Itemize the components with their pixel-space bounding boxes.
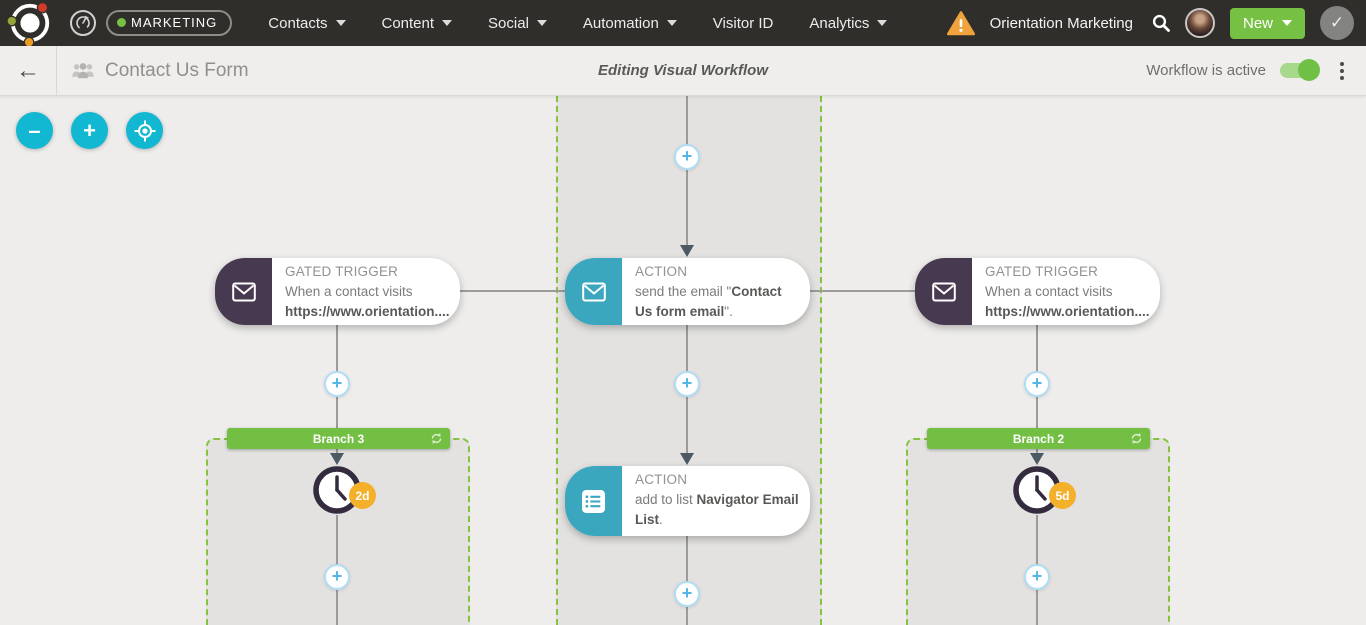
account-name[interactable]: Orientation Marketing [989,14,1133,32]
insert-step-button[interactable]: + [324,371,350,397]
node-type-label: GATED TRIGGER [985,264,1099,279]
warning-icon[interactable] [946,10,975,36]
insert-step-button[interactable]: + [674,371,700,397]
new-button-label: New [1242,14,1273,32]
zoom-out-button[interactable]: – [16,112,53,149]
node-type-label: GATED TRIGGER [285,264,399,279]
top-navbar: MARKETING Contacts Content Social Automa… [0,0,1366,46]
gauge-icon[interactable] [70,10,96,36]
list-icon [565,466,622,536]
node-description: add to list Navigator Email List. [635,492,799,527]
email-icon [565,258,622,325]
workflow-title-group: Contact Us Form [72,60,249,82]
divider [56,45,57,96]
kebab-menu-icon[interactable] [1332,58,1352,84]
email-icon [215,258,272,325]
zoom-in-button[interactable]: + [71,112,108,149]
connector-line [810,290,915,292]
chevron-down-icon [442,20,453,26]
connector-line [460,290,565,292]
connector-arrow [680,245,694,257]
main-path-band [556,96,822,625]
zoom-controls: – + [16,112,163,149]
branch2-label: Branch 2 [1012,431,1065,446]
nav-item-contacts[interactable]: Contacts [250,15,363,32]
chevron-down-icon [536,20,547,26]
workflow-toolbar: ← Contact Us Form Editing Visual Workflo… [0,45,1366,96]
toggle-knob [1298,59,1320,81]
connector-arrow [680,453,694,465]
group-icon [72,63,94,79]
insert-step-button[interactable]: + [674,581,700,607]
connector-line [686,96,688,246]
node-type-label: ACTION [635,472,688,487]
sharpspring-logo-icon [6,1,50,46]
navbar-right: Orientation Marketing New ✓ [946,6,1366,40]
chevron-down-icon [335,20,346,26]
delay-badge-branch2[interactable]: 5d [1049,482,1076,509]
tasks-check-button[interactable]: ✓ [1320,6,1354,40]
avatar[interactable] [1184,8,1215,38]
nav-item-automation[interactable]: Automation [565,15,695,32]
status-dot [117,18,126,27]
workflow-canvas[interactable]: Branch 3 Branch 2 GATED TRIGGER When a c… [0,96,1366,625]
nav-item-visitor-id[interactable]: Visitor ID [712,14,774,32]
insert-step-button[interactable]: + [324,564,350,590]
toolbar-right: Workflow is active [1146,58,1366,84]
refresh-icon[interactable] [430,432,443,445]
app-logo[interactable] [0,0,60,46]
insert-step-button[interactable]: + [1024,564,1050,590]
new-button[interactable]: New [1229,7,1305,39]
chevron-down-icon [666,20,677,26]
nav-item-content[interactable]: Content [364,15,471,32]
back-button[interactable]: ← [16,56,40,84]
search-icon[interactable] [1152,14,1170,32]
marketing-badge-label: MARKETING [131,15,218,30]
marketing-badge[interactable]: MARKETING [106,10,233,36]
insert-step-button[interactable]: + [1024,371,1050,397]
page-title: Contact Us Form [105,59,249,81]
chevron-down-icon [877,20,888,26]
chevron-down-icon [1282,20,1292,26]
email-icon [915,258,972,325]
workflow-active-toggle[interactable] [1280,59,1320,81]
nav-item-social[interactable]: Social [470,15,565,32]
node-description: send the email "Contact Us form email". [635,284,782,319]
editing-mode-label: Editing Visual Workflow [597,62,769,79]
main-nav: Contacts Content Social Automation Visit… [250,15,905,32]
recenter-button[interactable] [126,112,163,149]
branch3-label: Branch 3 [312,431,365,446]
refresh-icon[interactable] [1130,432,1143,445]
connector-arrow [1030,453,1044,465]
connector-arrow [330,453,344,465]
branch3-header[interactable]: Branch 3 [227,428,450,449]
node-type-label: ACTION [635,264,688,279]
workflow-status-label: Workflow is active [1146,62,1266,79]
insert-step-button[interactable]: + [674,144,700,170]
connector-line [686,536,688,625]
nav-item-analytics[interactable]: Analytics [791,15,905,32]
branch2-header[interactable]: Branch 2 [927,428,1150,449]
delay-badge-branch3[interactable]: 2d [349,482,376,509]
action-node-add-to-list[interactable]: ACTION add to list Navigator Email List. [565,466,810,536]
action-node-send-email[interactable]: ACTION send the email "Contact Us form e… [565,258,810,325]
locate-icon [134,120,155,141]
